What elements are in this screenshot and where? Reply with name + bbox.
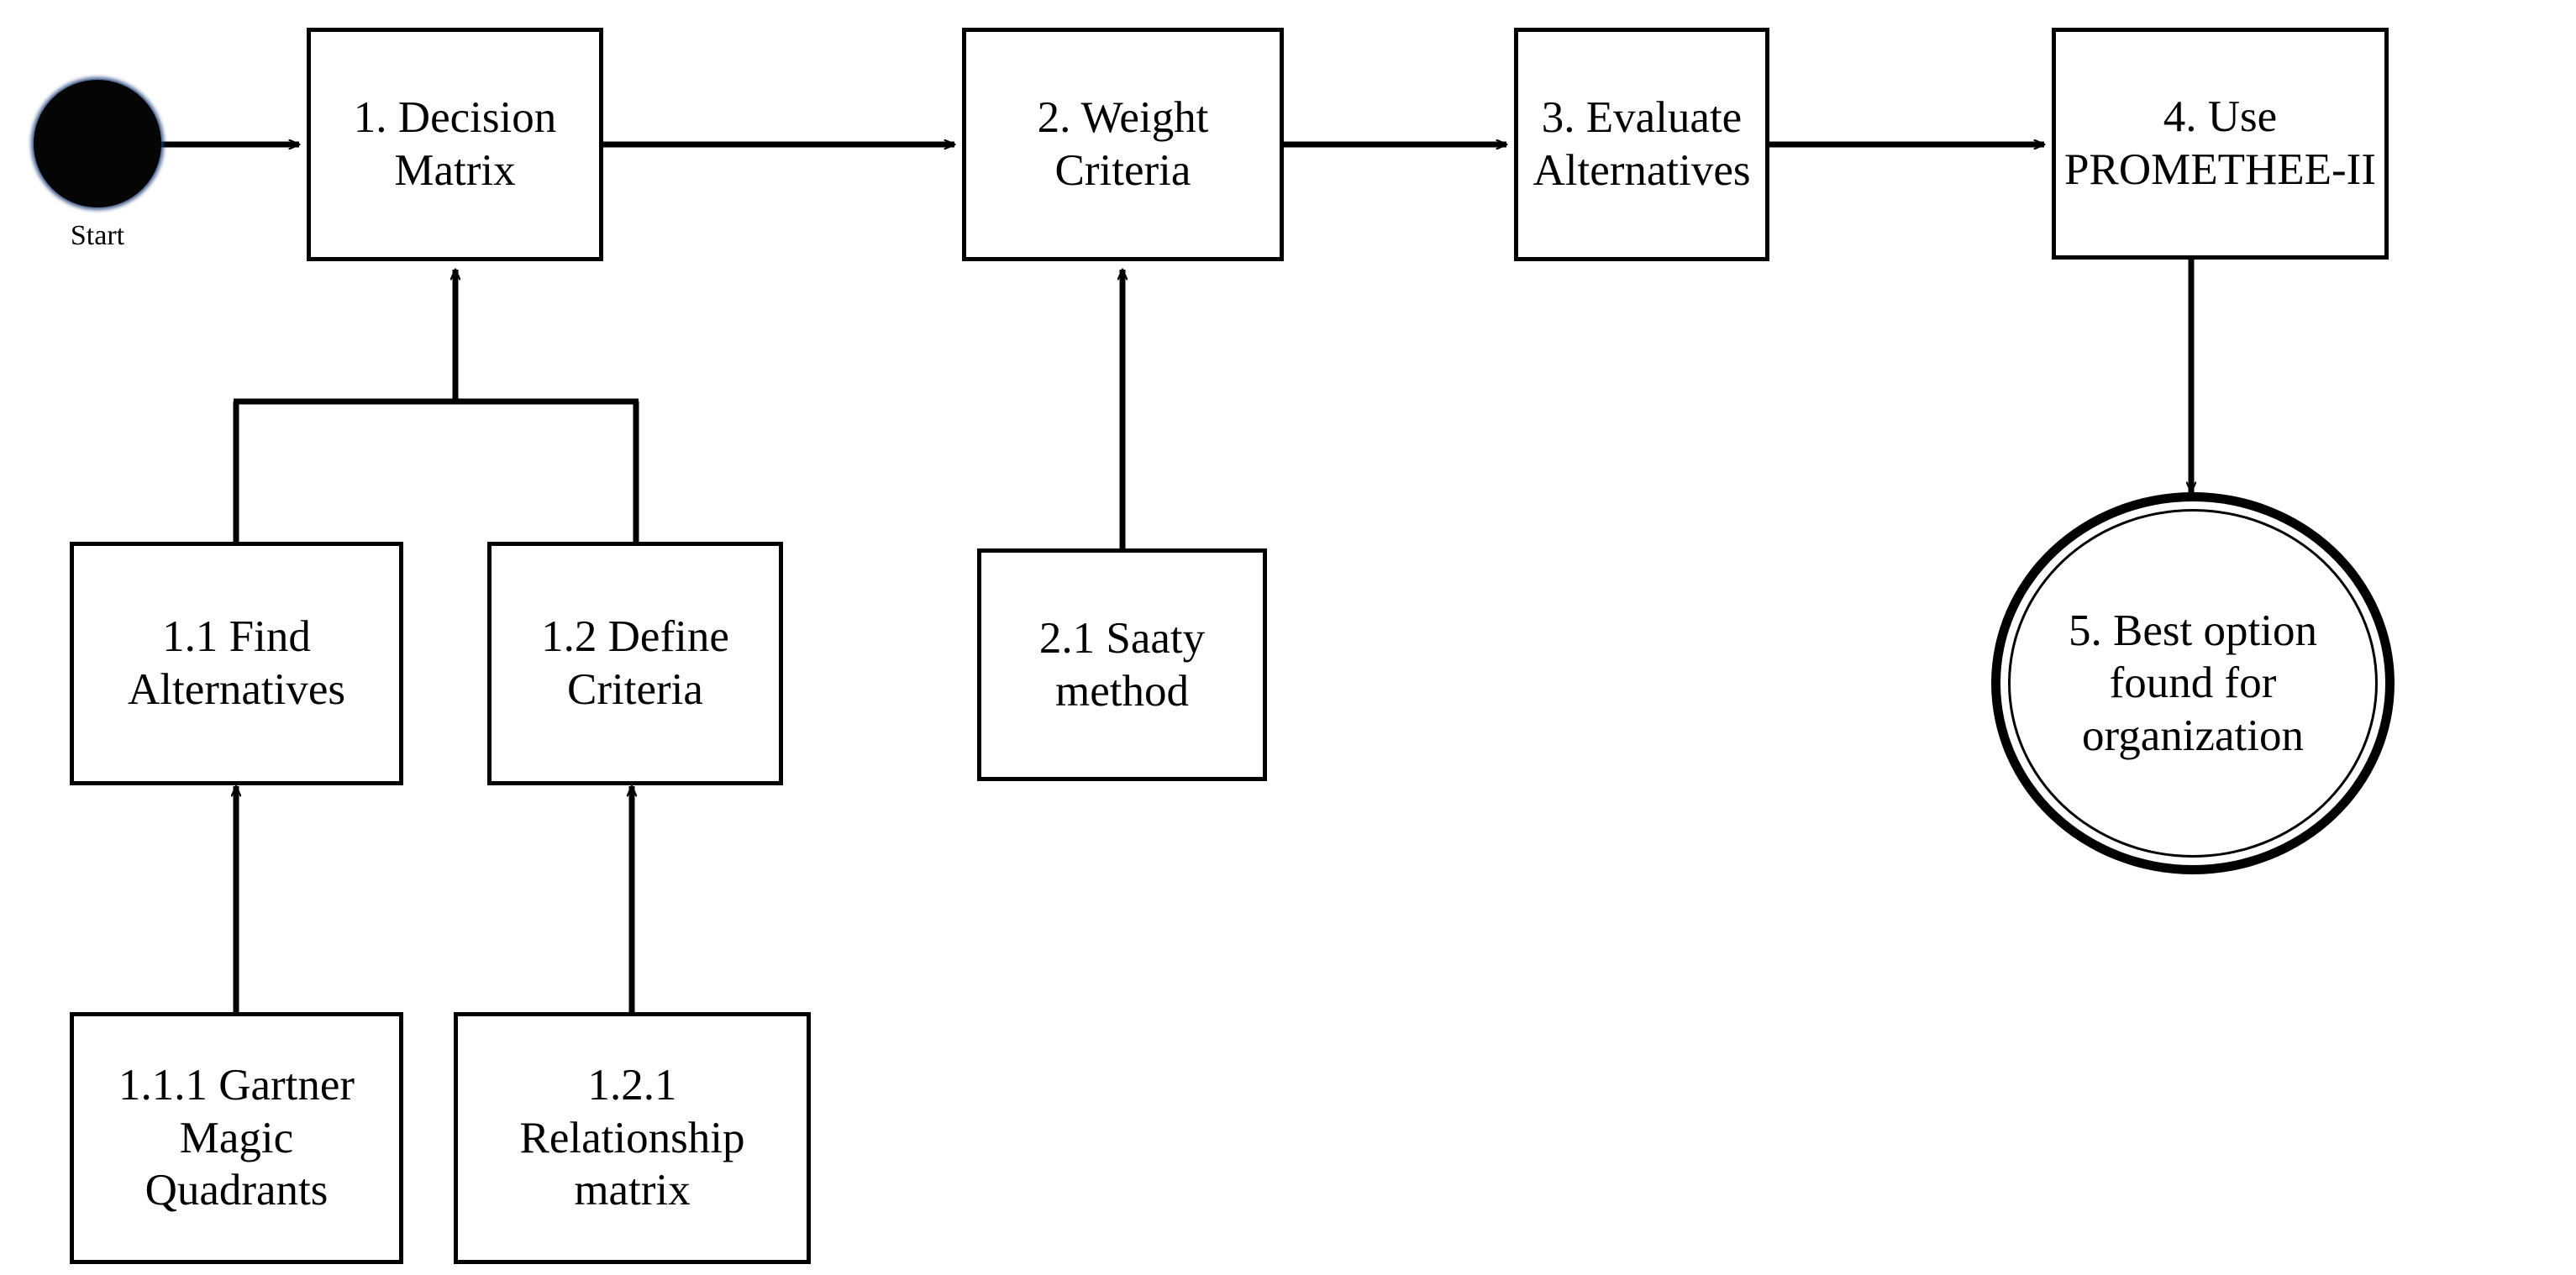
node-relationship-matrix[interactable]: 1.2.1 Relationship matrix [454,1012,811,1264]
node-find-alternatives-label: 1.1 Find Alternatives [127,612,346,714]
node-weight-criteria-label: 2. Weight Criteria [1037,93,1209,195]
node-decision-matrix[interactable]: 1. Decision Matrix [307,28,603,261]
node-best-option-found[interactable]: 5. Best option found for organization [1991,492,2395,874]
node-evaluate-alternatives-label: 3. Evaluate Alternatives [1532,93,1751,195]
node-relationship-matrix-label: 1.2.1 Relationship matrix [519,1061,745,1215]
node-find-alternatives[interactable]: 1.1 Find Alternatives [70,542,403,785]
node-gartner-magic-quadrants-label: 1.1.1 Gartner Magic Quadrants [118,1061,355,1215]
node-define-criteria-label: 1.2 Define Criteria [541,612,729,714]
node-decision-matrix-label: 1. Decision Matrix [353,93,557,195]
node-saaty-method[interactable]: 2.1 Saaty method [977,548,1267,781]
node-define-criteria[interactable]: 1.2 Define Criteria [487,542,783,785]
start-node[interactable] [34,80,161,207]
node-use-promethee-ii[interactable]: 4. Use PROMETHEE-II [2052,28,2389,260]
node-evaluate-alternatives[interactable]: 3. Evaluate Alternatives [1514,28,1769,261]
node-weight-criteria[interactable]: 2. Weight Criteria [962,28,1284,261]
node-gartner-magic-quadrants[interactable]: 1.1.1 Gartner Magic Quadrants [70,1012,403,1264]
node-saaty-method-label: 2.1 Saaty method [1038,613,1206,716]
start-label: Start [70,220,125,251]
node-use-promethee-ii-label: 4. Use PROMETHEE-II [2064,92,2376,194]
node-best-option-found-label: 5. Best option found for organization [2069,606,2317,760]
